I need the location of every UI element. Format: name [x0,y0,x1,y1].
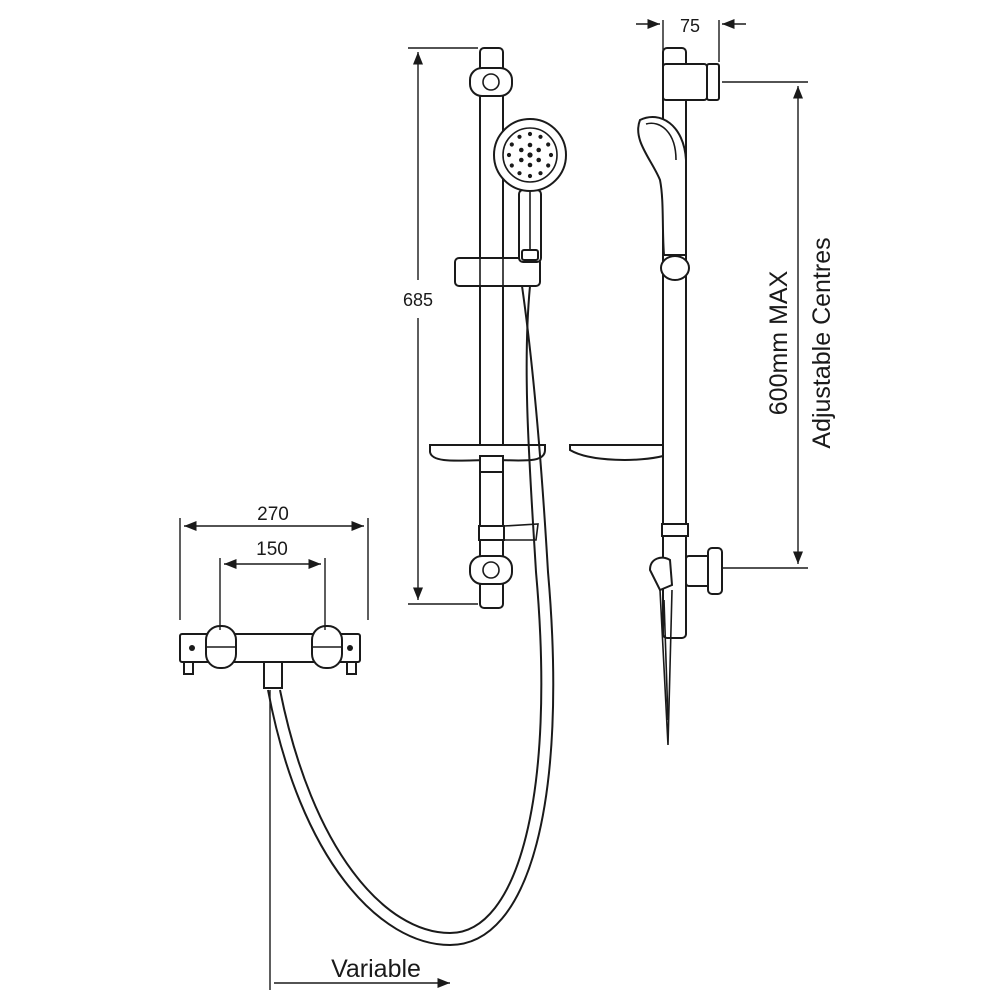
dimension-variable: Variable [269,690,450,990]
hose-inner [279,285,543,935]
side-view-riser [569,47,723,746]
dimension-adjustable: 600mm MAX Adjustable Centres [722,81,836,569]
slider-holder [454,257,541,287]
side-lower-clamp [661,523,689,537]
valve-width-label: 270 [257,504,289,525]
right-leg [346,661,357,675]
side-slider [660,255,690,281]
top-wall-bracket [469,67,513,97]
side-handset [637,115,687,256]
spray-nozzles [506,131,554,179]
side-bottom-bracket [685,555,711,587]
lower-clamp [478,525,505,541]
bottom-bracket-screw [482,561,500,579]
side-top-bracket [662,63,708,101]
left-leg [183,661,194,675]
dimension-150: 150 [219,539,326,630]
soap-dish-clamp [479,455,504,473]
side-soap-dish [569,444,664,461]
wall-offset-label: 75 [680,16,700,36]
valve-centres-label: 150 [256,539,288,560]
side-rail-tube [662,47,687,639]
adjustable-value-label: 600mm MAX [765,270,793,415]
hose-length-label: Variable [331,955,421,983]
bar-length-label: 685 [403,290,433,310]
thermostatic-valve [179,625,361,689]
dimension-685: 685 [403,47,478,605]
shower-hose [267,285,555,947]
side-hose-connector [648,556,674,592]
front-riser-rail [429,47,546,609]
top-bracket-screw [482,73,500,91]
dimension-75: 75 [636,16,746,62]
valve-outlet [263,661,283,689]
front-handset [493,118,567,263]
adjustable-caption-label: Adjustable Centres [808,237,836,448]
dimension-270: 270 [179,504,369,620]
hose-outer [267,285,555,947]
rail-tube [479,47,504,609]
bottom-wall-bracket [469,555,513,585]
